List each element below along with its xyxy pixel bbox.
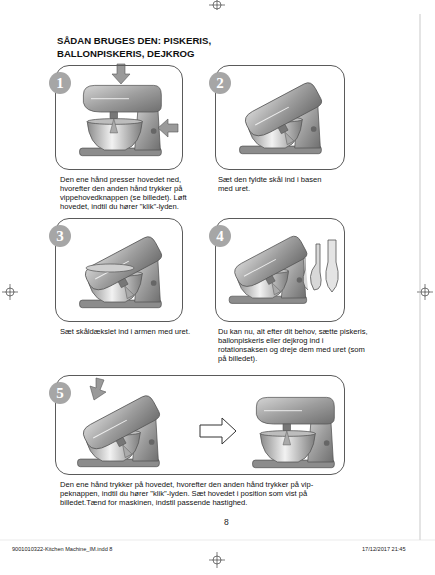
step-panel: 1Den ene hånd presser hovedet ned, hvore… [55,65,183,214]
panel-frame [55,375,345,475]
panel-frame [215,218,345,322]
step-number: 3 [49,225,71,247]
step-caption: Du kan nu, alt efter dit behov, sætte pi… [218,327,370,363]
step-number: 4 [209,225,231,247]
step-panel: 5Den ene hånd trykker på hovedet, hvoref… [55,375,345,510]
print-footer: 17/12/2017 21:45 [362,546,406,552]
step-panel: 4Du kan nu, alt efter dit behov, sætte p… [215,218,345,366]
step-caption: Den ene hånd trykker på hovedet, hvoreft… [60,480,352,507]
step-caption: Sæt den fyldte skål ind i basen med uret… [218,175,336,193]
panel-frame [215,65,345,170]
page-title: SÅDAN BRUGES DEN: PISKERIS, BALLONPISKER… [57,35,247,61]
step-caption: Sæt skåldækslet ind i armen med uret. [60,327,200,336]
print-footer: 9001010322-Kitchen Machine_IM.indd 8 [12,546,112,552]
step-number: 1 [49,72,71,94]
step-panel: 3Sæt skåldækslet ind i armen med uret. [55,218,183,339]
panel-frame [55,218,183,322]
step-panel: 2Sæt den fyldte skål ind i basen med ure… [215,65,345,196]
step-caption: Den ene hånd presser hovedet ned, hvoref… [60,175,208,211]
panel-frame [55,65,183,170]
step-number: 5 [49,382,71,404]
page-number: 8 [224,517,229,527]
step-number: 2 [209,72,231,94]
